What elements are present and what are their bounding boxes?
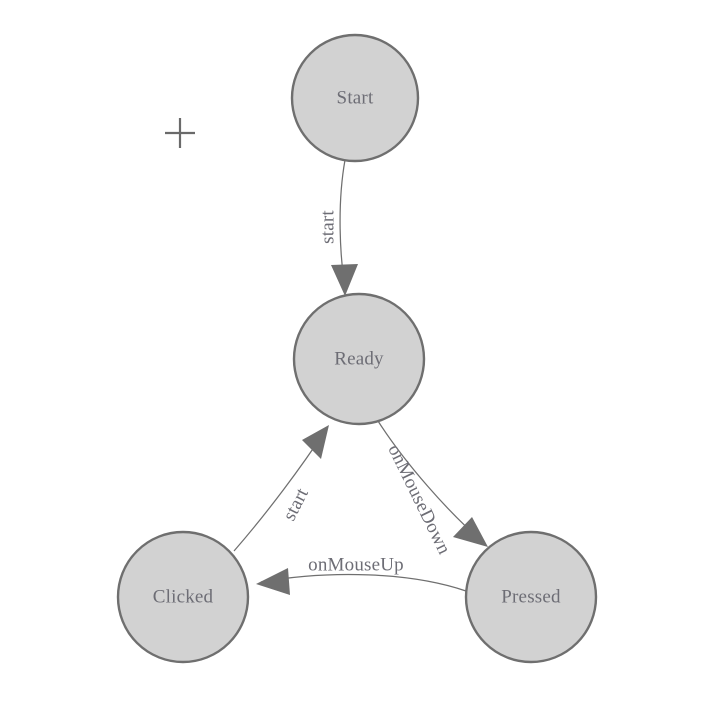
node-clicked-label: Clicked	[153, 586, 214, 607]
edge-label-clicked-to-ready: start	[279, 484, 313, 524]
crosshair-marker[interactable]	[165, 118, 195, 148]
edge-clicked-to-ready[interactable]: start	[233, 425, 329, 552]
node-pressed[interactable]: Pressed	[464, 530, 598, 664]
node-pressed-circle[interactable]	[464, 530, 598, 664]
node-start[interactable]: Start	[290, 33, 420, 163]
arrow-head-into-pressed	[453, 517, 488, 547]
edge-start-to-ready[interactable]: start	[317, 159, 358, 296]
node-start-circle[interactable]	[290, 33, 420, 163]
node-clicked-circle[interactable]	[116, 530, 250, 664]
node-ready-circle[interactable]	[292, 292, 426, 426]
edge-ready-to-pressed[interactable]: onMouseDown	[377, 420, 488, 558]
node-ready[interactable]: Ready	[292, 292, 426, 426]
node-ready-label: Ready	[334, 348, 384, 369]
edge-pressed-to-clicked-path	[260, 573, 467, 592]
arrow-head-into-ready-top	[331, 264, 358, 296]
node-pressed-label: Pressed	[501, 586, 561, 607]
arrow-head-into-clicked	[256, 568, 290, 595]
arrow-head-into-ready-bottom	[302, 425, 329, 459]
edge-label-ready-to-pressed: onMouseDown	[383, 441, 454, 558]
edge-pressed-to-clicked[interactable]: onMouseUp	[256, 554, 467, 595]
edge-label-pressed-to-clicked: onMouseUp	[308, 554, 404, 575]
edge-label-start-to-ready: start	[317, 210, 338, 244]
node-clicked[interactable]: Clicked	[116, 530, 250, 664]
node-start-label: Start	[337, 87, 374, 108]
